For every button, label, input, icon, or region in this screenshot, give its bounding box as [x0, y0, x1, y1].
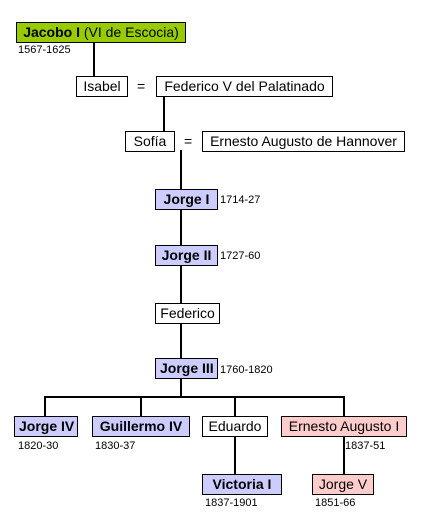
node-federico-v: Federico V del Palatinado [156, 76, 333, 97]
dates-victoria-i: 1837-1901 [205, 497, 258, 509]
node-eduardo: Eduardo [202, 416, 268, 437]
line-jacobo-isabel [93, 42, 95, 78]
dates-jorge-ii: 1727-60 [220, 250, 261, 262]
dates-jorge-i: 1714-27 [220, 194, 261, 206]
line-to-ernesto-augusto-i [343, 396, 345, 416]
node-federico: Federico [155, 303, 220, 324]
line-jorge-ii-federico [180, 264, 182, 304]
line-jorge-iii-children [180, 378, 182, 397]
node-guillermo-iv: Guillermo IV [92, 416, 190, 437]
line-to-guillermo-iv [140, 396, 142, 416]
dates-ernesto-augusto-i: 1837-51 [345, 440, 386, 452]
line-eduardo-victoria [234, 436, 236, 474]
node-jorge-v: Jorge V [312, 474, 374, 495]
node-jorge-ii: Jorge II [155, 245, 218, 266]
node-jorge-i: Jorge I [155, 189, 218, 210]
dates-jorge-v: 1851-66 [315, 497, 356, 509]
dates-jorge-iii: 1760-1820 [220, 364, 273, 376]
line-sofia-jorge-i [180, 150, 182, 190]
line-ernesto-jorge-v [343, 436, 345, 474]
dates-guillermo-iv: 1830-37 [95, 440, 136, 452]
node-jacobo-i-note: (VI de Escocia) [79, 24, 179, 40]
line-federico-jorge-iii [180, 322, 182, 359]
node-ernesto-augusto-i: Ernesto Augusto I [281, 416, 407, 437]
node-ernesto-augusto-hannover: Ernesto Augusto de Hannover [202, 131, 405, 152]
line-children-horizontal [44, 396, 345, 398]
node-jacobo-i-name: Jacobo I [23, 24, 80, 40]
line-to-jorge-iv [44, 396, 46, 416]
marriage-symbol-sofia: = [184, 133, 193, 149]
node-victoria-i: Victoria I [202, 474, 282, 495]
line-jorge-i-jorge-ii [180, 208, 182, 246]
dates-jacobo-i: 1567-1625 [18, 44, 71, 56]
line-to-eduardo [234, 396, 236, 416]
line-isabel-sofia [163, 95, 165, 131]
node-jorge-iv: Jorge IV [14, 416, 78, 437]
node-jacobo-i: Jacobo I (VI de Escocia) [16, 22, 186, 43]
node-sofia: Sofía [125, 131, 175, 152]
node-jorge-iii: Jorge III [155, 358, 218, 379]
dates-jorge-iv: 1820-30 [18, 440, 59, 452]
node-isabel: Isabel [76, 76, 128, 97]
marriage-symbol-isabel: = [137, 78, 146, 94]
